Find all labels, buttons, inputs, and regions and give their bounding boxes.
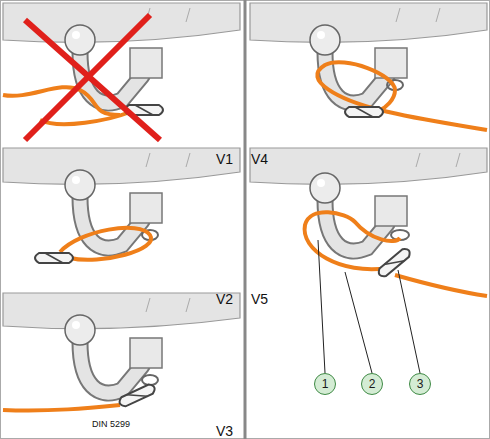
callout-number: 1 — [322, 378, 329, 390]
callout-circle: 2 — [361, 373, 383, 395]
variant-label: V5 — [251, 292, 268, 306]
variant-label: V1 — [216, 152, 233, 166]
callout-circle: 1 — [314, 373, 336, 395]
callout-number: 3 — [417, 378, 424, 390]
variant-label: V4 — [251, 152, 268, 166]
variant-label: V2 — [216, 292, 233, 306]
standard-label: DIN 5299 — [92, 420, 130, 429]
callout-number: 2 — [369, 378, 376, 390]
callout-circle: 3 — [409, 373, 431, 395]
variant-label: V3 — [216, 424, 233, 438]
